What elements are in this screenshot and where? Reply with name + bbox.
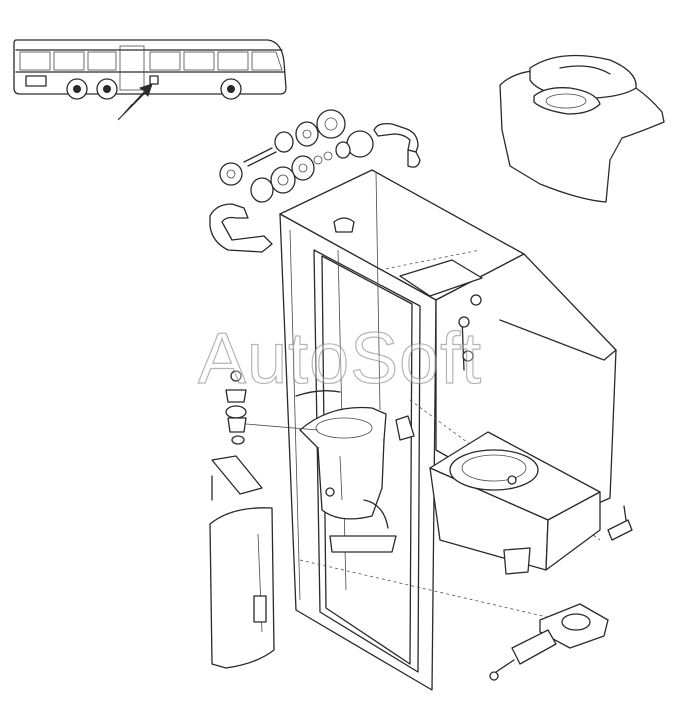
- exploded-fittings: [209, 109, 421, 253]
- toilet-bowl: [429, 431, 601, 575]
- drain-valve-parts: [225, 370, 319, 445]
- mounting-flange: [489, 505, 633, 681]
- side-panel: [209, 455, 275, 669]
- toilet-lid: [499, 54, 665, 203]
- bus-locator-icon: [13, 39, 287, 100]
- washbasin: [295, 390, 415, 553]
